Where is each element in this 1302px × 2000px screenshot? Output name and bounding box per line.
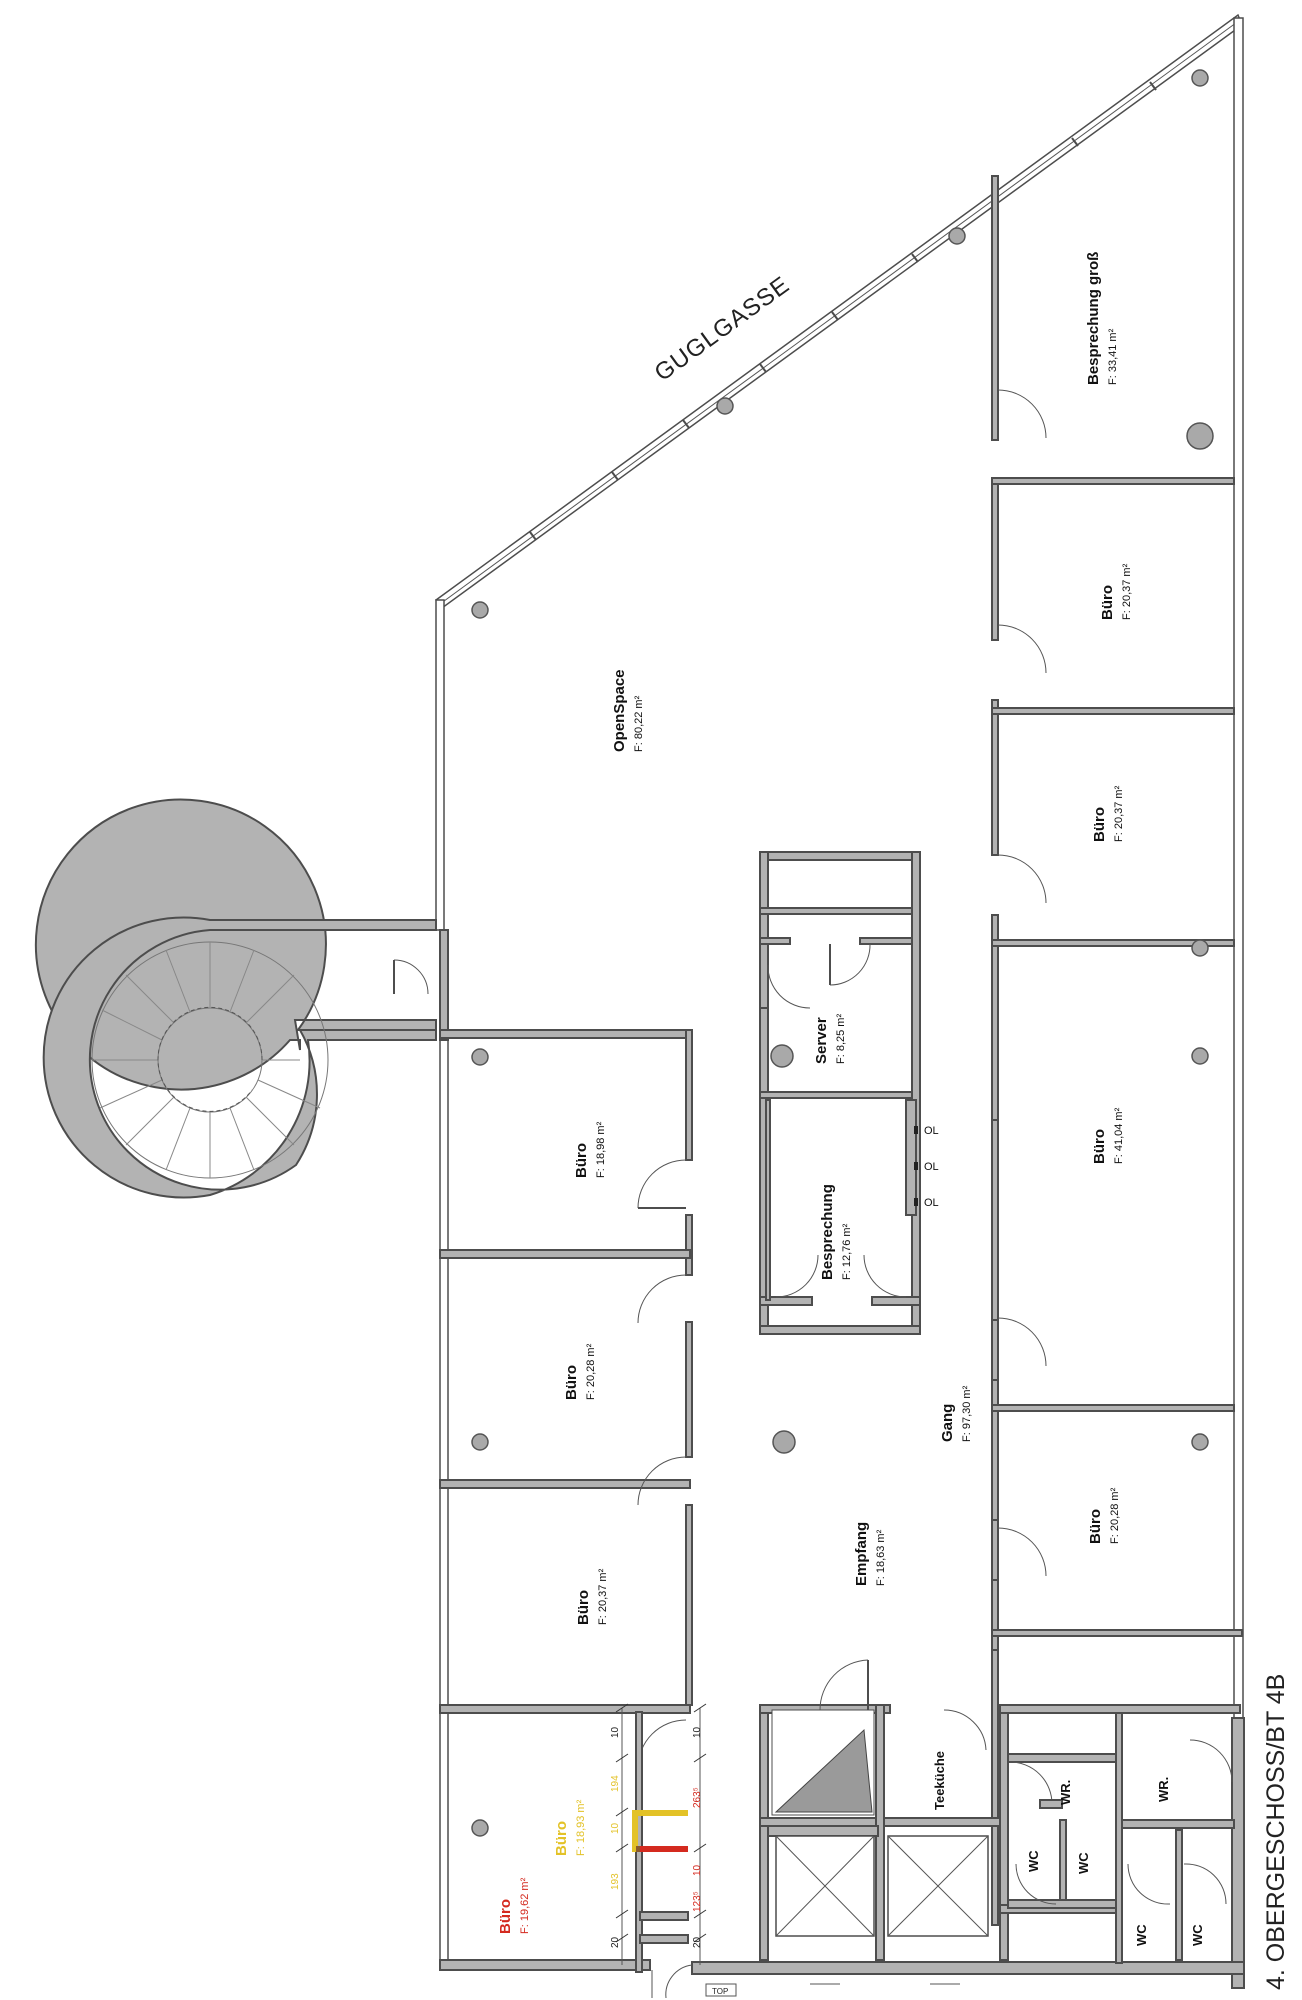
svg-text:Büro: Büro [575, 1590, 592, 1625]
dim-10-red: 10 [692, 1864, 703, 1876]
bottom-wall-right [691, 1961, 1245, 1975]
right-office-block [991, 175, 1243, 1926]
svg-text:Büro: Büro [573, 1143, 590, 1178]
svg-text:Büro: Büro [1099, 585, 1116, 620]
svg-text:F: 80,22 m²: F: 80,22 m² [633, 695, 645, 752]
room-gang: Gang F: 97,30 m² [939, 1385, 973, 1442]
left-facade-lower [439, 1037, 449, 1964]
room-openspace: OpenSpace F: 80,22 m² [611, 669, 645, 752]
stair-door-swing [393, 959, 429, 995]
svg-text:F: 33,41 m²: F: 33,41 m² [1107, 328, 1119, 385]
right-wall-bottom [1231, 1717, 1245, 1989]
central-core [759, 851, 921, 1335]
svg-text:F: 12,76 m²: F: 12,76 m² [841, 1223, 853, 1280]
room-besprechung: Besprechung F: 12,76 m² [819, 1184, 853, 1280]
room-wr-1: WR. [1058, 1780, 1073, 1805]
room-wc-3: WC [1134, 1924, 1149, 1946]
dim-10-left: 10 [610, 1726, 621, 1738]
yellow-partition [636, 1810, 688, 1816]
entry-door-swing [665, 1964, 693, 1999]
diagonal-facade-inner [439, 19, 1241, 605]
svg-text:F: 8,25 m²: F: 8,25 m² [835, 1014, 847, 1064]
svg-text:F: 18,98 m²: F: 18,98 m² [595, 1121, 607, 1178]
street-label: GUGLGASSE [650, 271, 795, 387]
svg-text:F: 20,28 m²: F: 20,28 m² [585, 1343, 597, 1400]
svg-text:Empfang: Empfang [853, 1522, 870, 1586]
service-core [759, 1659, 1241, 1964]
room-wr-2: WR. [1156, 1777, 1171, 1802]
left-facade-upper [435, 599, 445, 931]
floor-label: 4. OBERGESCHOSS/BT 4B [1262, 1674, 1290, 1990]
dim-194: 194 [610, 1775, 621, 1792]
svg-text:F: 20,28 m²: F: 20,28 m² [1109, 1487, 1121, 1544]
room-besprechung-gross: Besprechung groß F: 33,41 m² [1085, 252, 1119, 385]
room-buero-right-4: Büro F: 20,28 m² [1087, 1487, 1121, 1544]
svg-text:Büro: Büro [1087, 1509, 1104, 1544]
svg-text:F: 97,30 m²: F: 97,30 m² [961, 1385, 973, 1442]
svg-text:F: 20,37 m²: F: 20,37 m² [1113, 785, 1125, 842]
dim-20-right: 20 [692, 1936, 703, 1948]
svg-text:Besprechung groß: Besprechung groß [1085, 252, 1102, 385]
room-buero-left-2: Büro F: 20,28 m² [563, 1343, 597, 1400]
dim-10-yellow: 10 [610, 1822, 621, 1834]
svg-text:OpenSpace: OpenSpace [611, 669, 628, 752]
top-marker: TOP [712, 1987, 728, 1996]
room-buero-yellow: Büro F: 18,93 m² [553, 1799, 587, 1856]
room-wc-2: WC [1076, 1852, 1091, 1874]
ol-label-3: OL [924, 1197, 939, 1209]
spiral-stair [34, 798, 437, 1199]
left-wall-stair-connection [439, 929, 449, 1041]
room-teekueche: Teeküche [932, 1751, 947, 1810]
svg-text:Büro: Büro [1091, 807, 1108, 842]
svg-text:F: 18,93 m²: F: 18,93 m² [575, 1799, 587, 1856]
room-wc-1: WC [1026, 1850, 1041, 1872]
svg-text:Büro: Büro [1091, 1129, 1108, 1164]
svg-text:Büro: Büro [497, 1899, 514, 1934]
svg-text:F: 41,04 m²: F: 41,04 m² [1113, 1107, 1125, 1164]
svg-text:F: 19,62 m²: F: 19,62 m² [519, 1877, 531, 1934]
ol-label-1: OL [924, 1125, 939, 1137]
svg-text:Besprechung: Besprechung [819, 1184, 836, 1280]
dim-10-right: 10 [692, 1726, 703, 1738]
room-buero-red: Büro F: 19,62 m² [497, 1877, 531, 1934]
ol-markers [914, 1126, 918, 1206]
svg-text:Büro: Büro [563, 1365, 580, 1400]
dim-20-left: 20 [610, 1936, 621, 1948]
dim-263: 263⁵ [692, 1787, 703, 1808]
room-buero-left-3: Büro F: 20,37 m² [575, 1568, 609, 1625]
room-wc-4: WC [1190, 1924, 1205, 1946]
right-facade [1233, 17, 1244, 1719]
svg-text:F: 20,37 m²: F: 20,37 m² [1121, 563, 1133, 620]
ol-label-2: OL [924, 1161, 939, 1173]
room-empfang: Empfang F: 18,63 m² [853, 1522, 887, 1586]
room-buero-right-1: Büro F: 20,37 m² [1099, 563, 1133, 620]
dim-123: 123⁵ [692, 1891, 703, 1912]
room-server: Server F: 8,25 m² [813, 1014, 847, 1064]
columns [471, 69, 1214, 1837]
top-marker-box [705, 1983, 737, 1997]
room-buero-right-3: Büro F: 41,04 m² [1091, 1107, 1125, 1164]
dim-193: 193 [610, 1873, 621, 1890]
room-buero-left-1: Büro F: 18,98 m² [573, 1121, 607, 1178]
svg-text:F: 20,37 m²: F: 20,37 m² [597, 1568, 609, 1625]
svg-text:Büro: Büro [553, 1821, 570, 1856]
room-buero-right-2: Büro F: 20,37 m² [1091, 785, 1125, 842]
svg-text:Server: Server [813, 1017, 830, 1064]
bottom-wall-left [439, 1959, 651, 1971]
svg-text:Gang: Gang [939, 1404, 956, 1442]
svg-text:F: 18,63 m²: F: 18,63 m² [875, 1529, 887, 1586]
red-partition [636, 1846, 688, 1852]
left-office-block [439, 1029, 693, 1973]
dimension-lines [615, 1703, 707, 1965]
